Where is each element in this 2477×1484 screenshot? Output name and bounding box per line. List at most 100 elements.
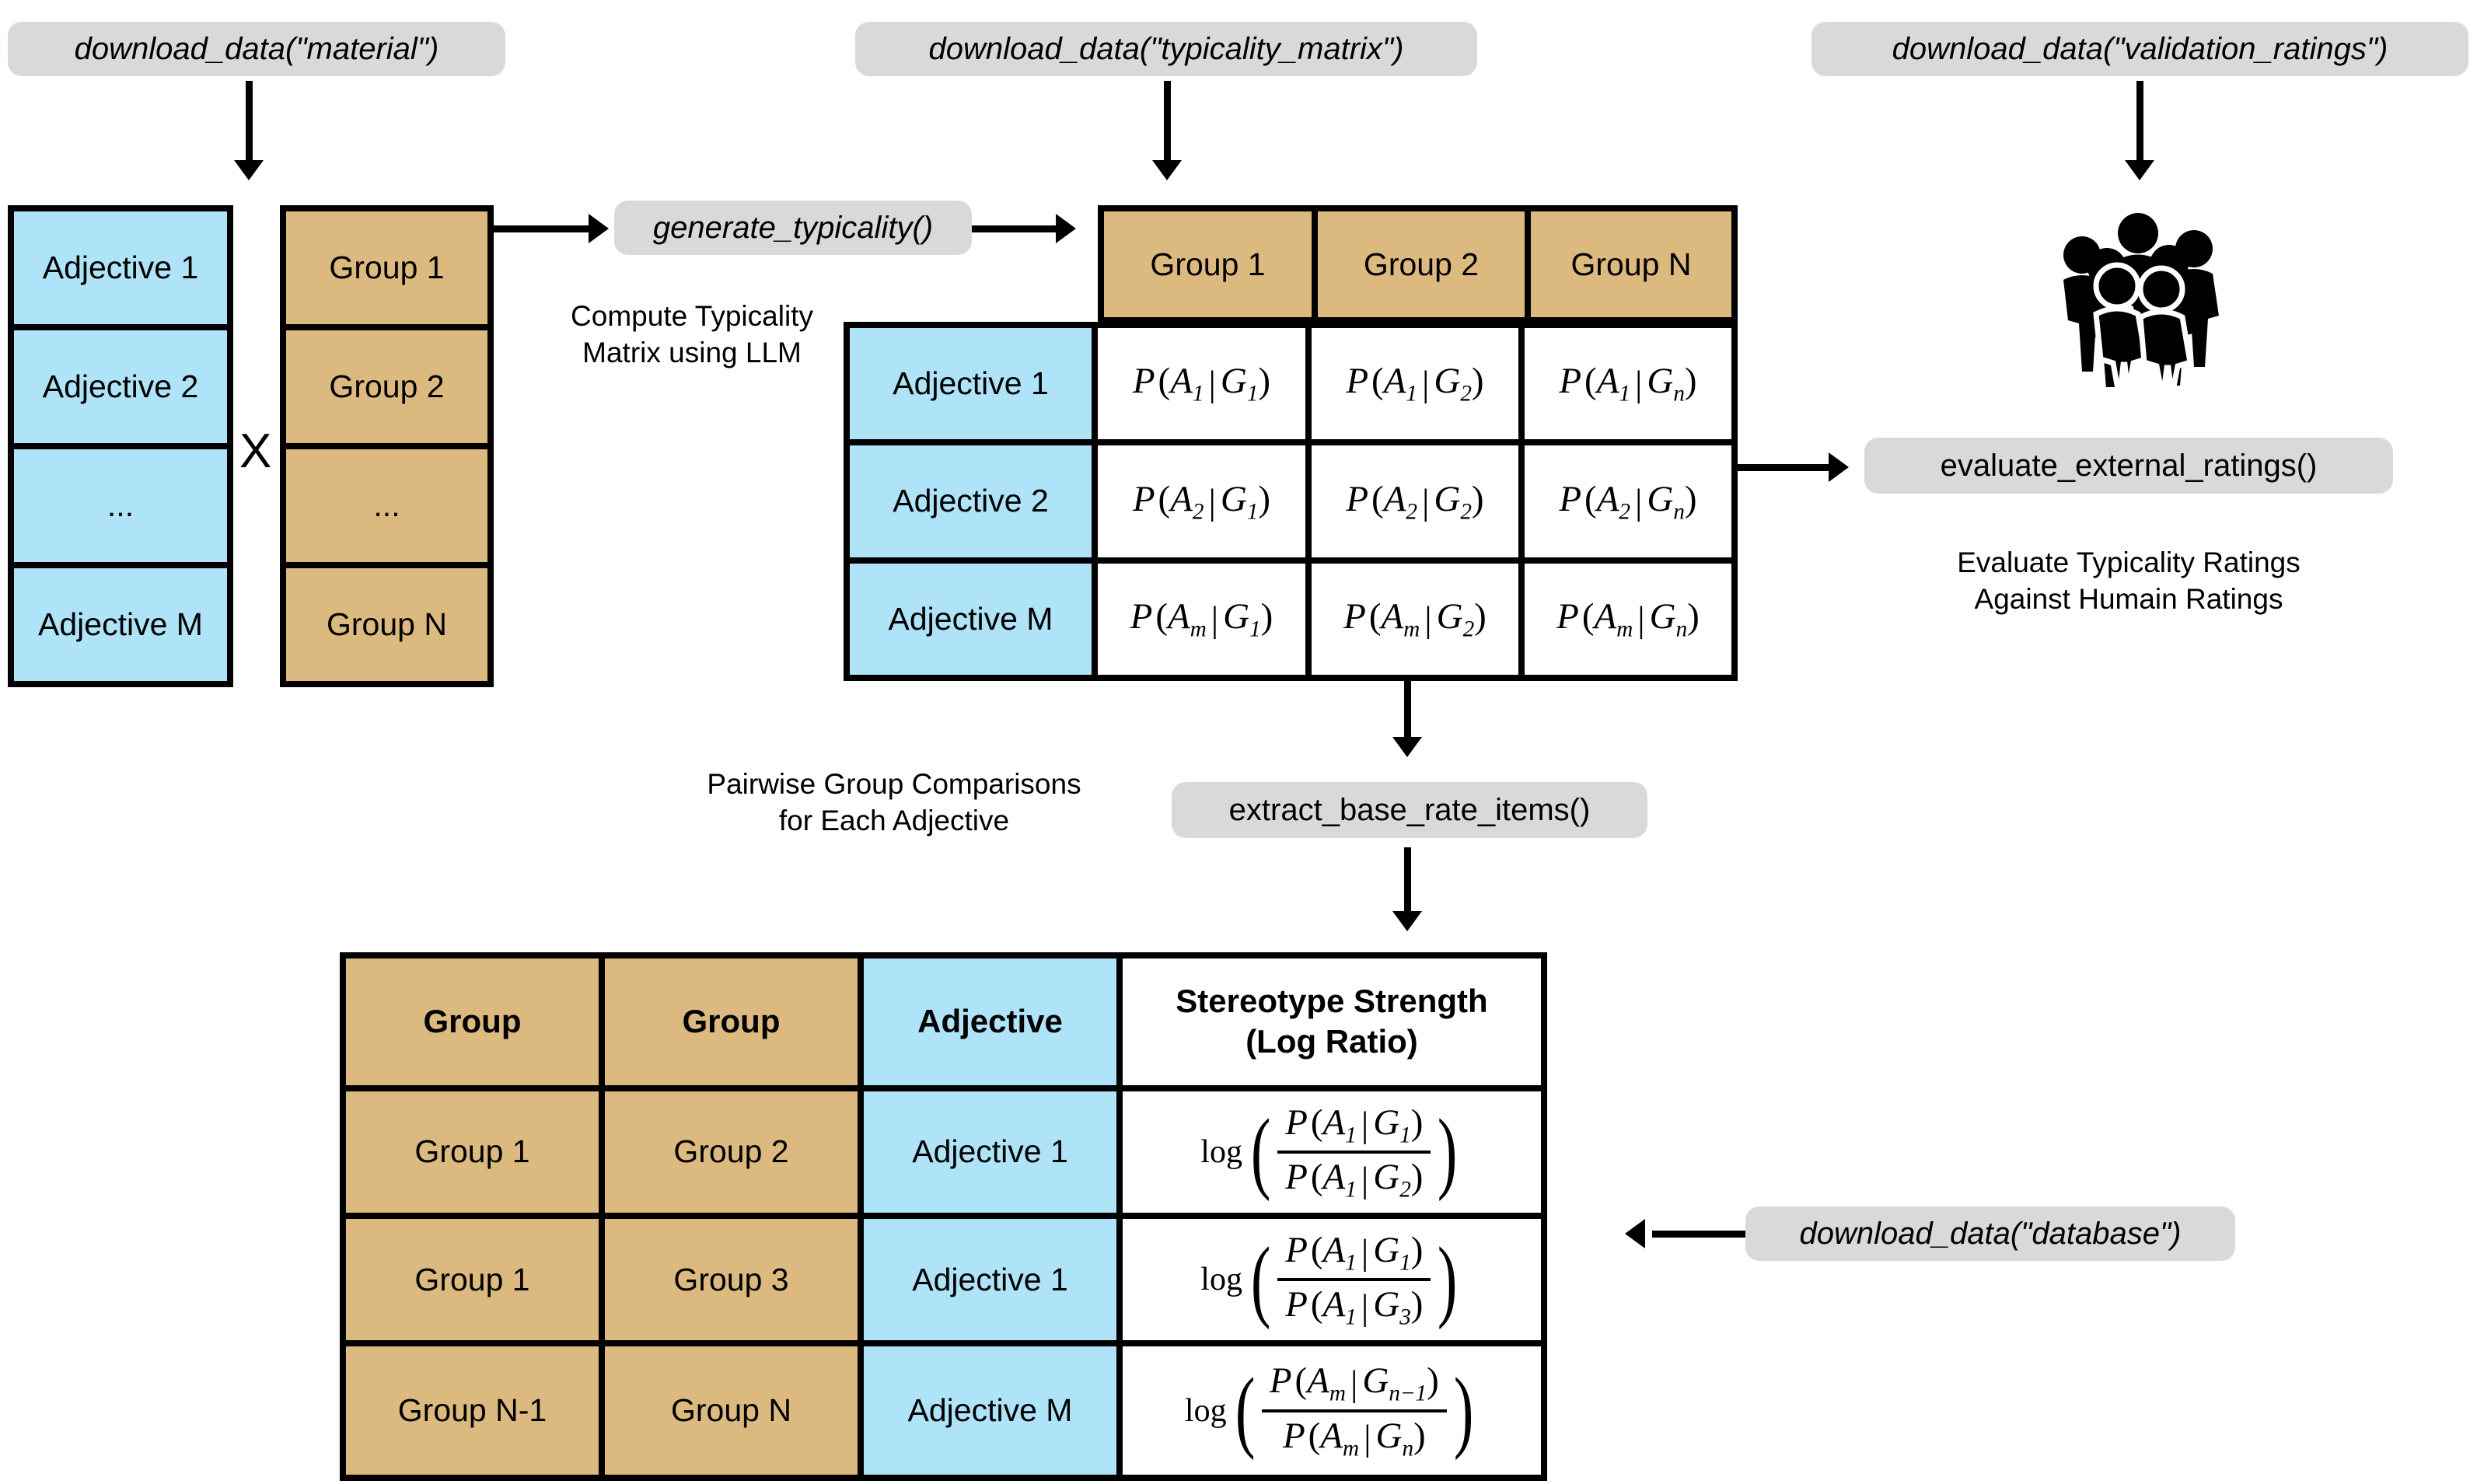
- table-cell-log-ratio[interactable]: log ( P (A1|G1) P (A1|G2) ): [1123, 1091, 1541, 1213]
- table-cell-group-a[interactable]: Group 1: [346, 1091, 605, 1213]
- matrix-col-header[interactable]: Group N: [1531, 211, 1731, 317]
- cross-product-symbol: X: [239, 424, 272, 478]
- matrix-cell[interactable]: P (Am|Gn): [1525, 563, 1731, 675]
- adjective-label: Adjective M: [38, 606, 203, 642]
- matrix-column-headers: Group 1 Group 2 Group N: [1098, 205, 1738, 323]
- group-cell[interactable]: ...: [286, 449, 487, 568]
- log-operator: log: [1184, 1392, 1227, 1429]
- typicality-matrix-body: Adjective 1 P (A1|G1) P (A1|G2) P (A1|Gn…: [844, 322, 1738, 681]
- matrix-cell[interactable]: P (A2|G2): [1312, 445, 1525, 557]
- matrix-row-label-text: Adjective M: [888, 600, 1053, 637]
- log-operator: log: [1200, 1133, 1242, 1170]
- matrix-row: Adjective 2 P (A2|G1) P (A2|G2) P (A2|Gn…: [850, 445, 1731, 564]
- matrix-row-label[interactable]: Adjective M: [850, 563, 1098, 675]
- table-header-cell-group-b[interactable]: Group: [605, 958, 864, 1085]
- matrix-col-header[interactable]: Group 2: [1318, 211, 1531, 317]
- table-header-cell-adjective[interactable]: Adjective: [864, 958, 1123, 1085]
- matrix-col-header[interactable]: Group 1: [1104, 211, 1318, 317]
- table-cell-log-ratio[interactable]: log ( P (A1|G1) P (A1|G3) ): [1123, 1219, 1541, 1341]
- matrix-row: Adjective M P (Am|G1) P (Am|G2) P (Am|Gn…: [850, 563, 1731, 675]
- arrow-matrix-to-extract: [1404, 681, 1411, 743]
- table-row: Group 1 Group 3 Adjective 1 log ( P (A1|…: [346, 1219, 1541, 1347]
- caption-pairwise: Pairwise Group Comparisons for Each Adje…: [707, 768, 1081, 837]
- prob-expression: P (A1|G1): [1132, 361, 1271, 407]
- arrow-material-to-stacks: [246, 81, 253, 166]
- table-row: Group 1 Group 2 Adjective 1 log ( P (A1|…: [346, 1091, 1541, 1220]
- arrow-extract-to-table: [1404, 847, 1411, 917]
- chip-download-validation-ratings[interactable]: download_data("validation_ratings"): [1811, 22, 2468, 76]
- prob-expression: P (Am|G2): [1343, 596, 1487, 642]
- group-label: Group N: [327, 606, 447, 642]
- chip-download-database[interactable]: download_data("database"): [1745, 1206, 2235, 1261]
- table-cell-group-b[interactable]: Group N: [605, 1346, 864, 1475]
- matrix-cell[interactable]: P (A1|G1): [1098, 328, 1312, 440]
- matrix-row-label-text: Adjective 2: [893, 483, 1049, 519]
- prob-expression: P (A2|G1): [1132, 478, 1271, 525]
- table-header-cell-stereotype-strength[interactable]: Stereotype Strength (Log Ratio): [1123, 958, 1541, 1085]
- arrowhead-groups-to-generate: [589, 214, 609, 243]
- matrix-cell[interactable]: P (Am|G2): [1312, 563, 1525, 675]
- matrix-cell[interactable]: P (A1|Gn): [1525, 328, 1731, 440]
- group-label: Group 1: [329, 250, 445, 285]
- stereotype-strength-table: Group Group Adjective Stereotype Strengt…: [340, 952, 1547, 1481]
- table-cell-label: Adjective 1: [912, 1133, 1068, 1170]
- matrix-cell[interactable]: P (A1|G2): [1312, 328, 1525, 440]
- table-cell-group-b[interactable]: Group 3: [605, 1219, 864, 1341]
- prob-expression: P (Am|G1): [1130, 596, 1273, 642]
- caption-compute-typicality: Compute Typicality Matrix using LLM: [571, 300, 813, 369]
- arrowhead-validation: [2125, 160, 2154, 180]
- group-cell[interactable]: Group N: [286, 568, 487, 681]
- caption-evaluate-humans: Evaluate Typicality Ratings Against Huma…: [1957, 546, 2301, 616]
- table-cell-group-a[interactable]: Group 1: [346, 1219, 605, 1341]
- chip-extract-base-rate-items[interactable]: extract_base_rate_items(): [1172, 782, 1647, 838]
- table-cell-adjective[interactable]: Adjective 1: [864, 1219, 1123, 1341]
- matrix-row-label[interactable]: Adjective 2: [850, 445, 1098, 557]
- table-row: Group N-1 Group N Adjective M log ( P (A…: [346, 1346, 1541, 1475]
- arrow-generate-to-matrix: [972, 225, 1061, 232]
- arrowhead-database-to-table: [1625, 1219, 1645, 1248]
- adjective-label: Adjective 1: [42, 250, 199, 285]
- table-cell-label: Group 3: [673, 1261, 789, 1297]
- table-header-label: Group: [682, 1003, 781, 1040]
- people-group-icon: [2021, 208, 2255, 389]
- table-cell-label: Group 2: [673, 1133, 789, 1170]
- group-label: Group 2: [329, 368, 445, 404]
- matrix-col-header-label: Group N: [1570, 246, 1692, 282]
- arrow-database-to-table: [1652, 1231, 1749, 1238]
- table-cell-log-ratio[interactable]: log ( P (Am|Gn−1) P (Am|Gn) ): [1123, 1346, 1541, 1475]
- matrix-cell[interactable]: P (A2|Gn): [1525, 445, 1731, 557]
- table-header-label: Adjective: [917, 1003, 1063, 1040]
- prob-expression: P (Am|Gn): [1556, 596, 1700, 642]
- matrix-cell[interactable]: P (A2|G1): [1098, 445, 1312, 557]
- table-cell-group-b[interactable]: Group 2: [605, 1091, 864, 1213]
- adjective-cell[interactable]: ...: [14, 449, 227, 568]
- table-cell-group-a[interactable]: Group N-1: [346, 1346, 605, 1475]
- table-cell-label: Group 1: [414, 1133, 530, 1170]
- table-cell-label: Group N: [671, 1392, 791, 1429]
- table-cell-adjective[interactable]: Adjective 1: [864, 1091, 1123, 1213]
- adjective-cell[interactable]: Adjective 1: [14, 211, 227, 330]
- chip-generate-typicality[interactable]: generate_typicality(): [614, 201, 972, 255]
- table-cell-adjective[interactable]: Adjective M: [864, 1346, 1123, 1475]
- adjective-cell[interactable]: Adjective M: [14, 568, 227, 681]
- group-cell[interactable]: Group 1: [286, 211, 487, 330]
- matrix-cell[interactable]: P (Am|G1): [1098, 563, 1312, 675]
- group-stack: Group 1 Group 2 ... Group N: [280, 205, 494, 687]
- prob-expression: P (A1|Gn): [1559, 361, 1697, 407]
- log-ratio-formula: log ( P (A1|G1) P (A1|G3) ): [1200, 1227, 1458, 1330]
- arrow-matrix-to-evaluate: [1738, 464, 1835, 471]
- log-ratio-formula: log ( P (Am|Gn−1) P (Am|Gn) ): [1184, 1359, 1474, 1461]
- table-cell-label: Adjective M: [907, 1392, 1073, 1429]
- chip-download-typicality-matrix[interactable]: download_data("typicality_matrix"): [855, 22, 1477, 76]
- prob-expression: P (A2|G2): [1346, 478, 1484, 525]
- matrix-row-label[interactable]: Adjective 1: [850, 328, 1098, 440]
- adjective-label: ...: [107, 487, 135, 523]
- table-header-cell-group-a[interactable]: Group: [346, 958, 605, 1085]
- arrowhead-material: [234, 160, 264, 180]
- adjective-cell[interactable]: Adjective 2: [14, 330, 227, 449]
- log-ratio-formula: log ( P (A1|G1) P (A1|G2) ): [1200, 1100, 1458, 1203]
- table-cell-label: Adjective 1: [912, 1261, 1068, 1297]
- chip-download-material[interactable]: download_data("material"): [8, 22, 505, 76]
- group-cell[interactable]: Group 2: [286, 330, 487, 449]
- chip-evaluate-external-ratings[interactable]: evaluate_external_ratings(): [1864, 438, 2393, 494]
